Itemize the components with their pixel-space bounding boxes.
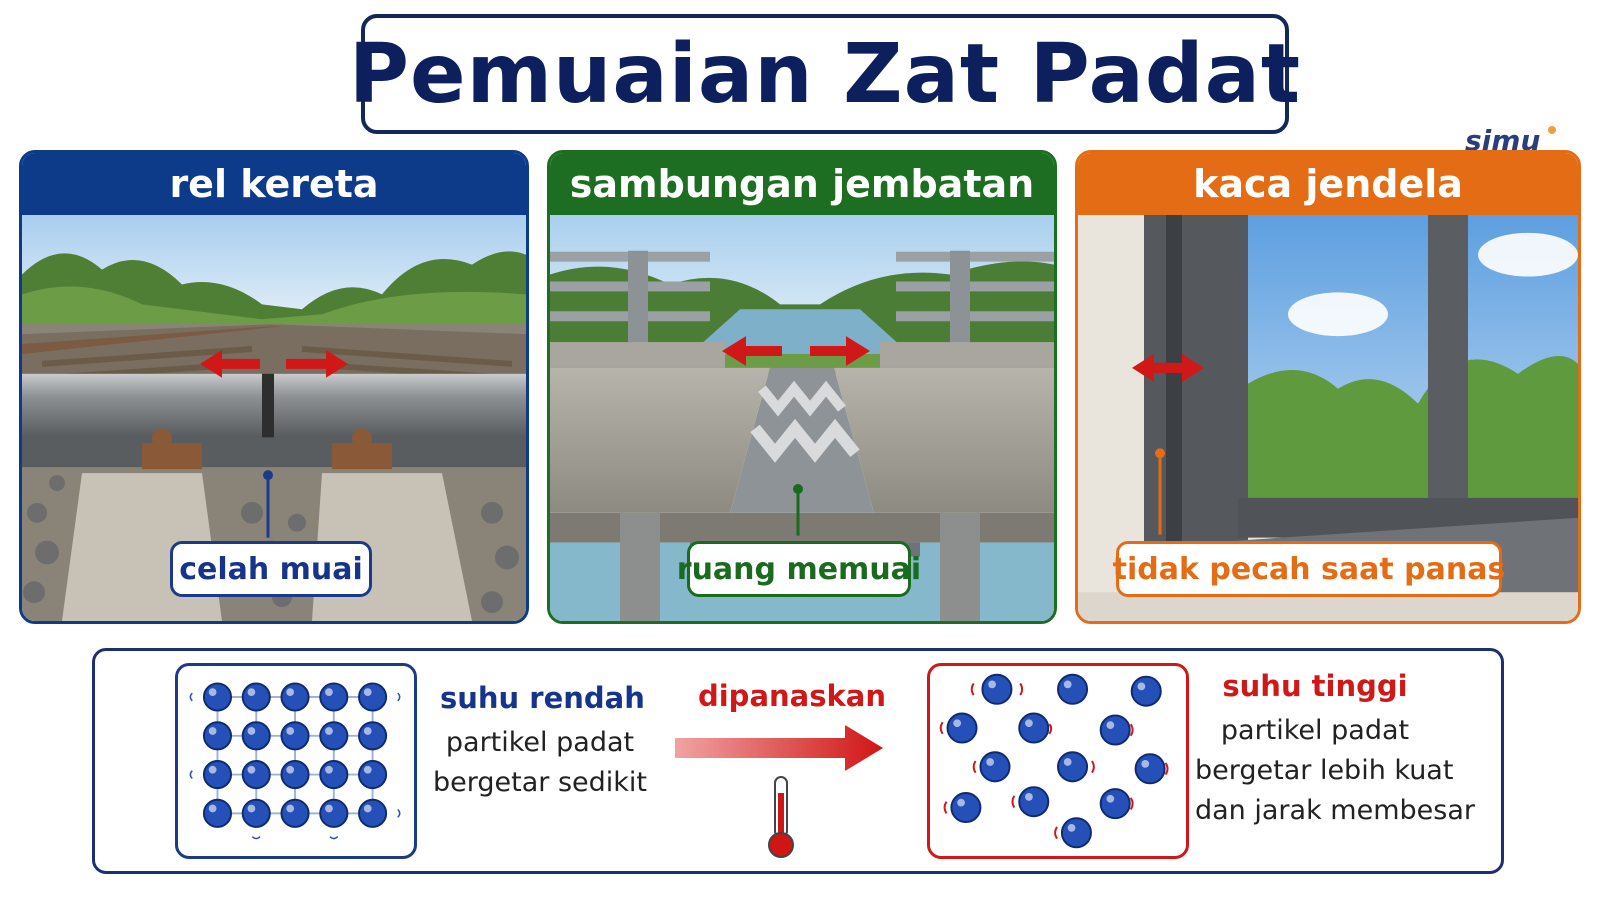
- title-box: Pemuaian Zat Padat: [349, 14, 1300, 134]
- double-arrow-icon: [722, 336, 782, 366]
- bridge-illustration: [550, 215, 1054, 621]
- hot-lattice: [927, 663, 1189, 859]
- hot-line2: bergetar lebih kuat: [1195, 755, 1454, 786]
- hot-line3: dan jarak membesar: [1195, 795, 1475, 826]
- window-illustration: [1078, 215, 1578, 621]
- panel-rail: rel kereta: [19, 150, 529, 624]
- cold-line2: bergetar sedikit: [433, 767, 647, 798]
- heat-arrow-icon: [675, 725, 883, 771]
- hot-lattice-svg: [939, 673, 1169, 849]
- cold-line1: partikel padat: [445, 727, 635, 758]
- panel-bridge-heading: sambungan jembatan: [550, 153, 1054, 215]
- hot-particles: [946, 673, 1166, 849]
- particle-explanation: suhu rendah partikel padat bergetar sedi…: [92, 648, 1504, 874]
- rail-gap-tag: celah muai: [170, 541, 372, 597]
- double-arrow-icon: [1132, 353, 1178, 382]
- window-tag: tidak pecah saat panas: [1113, 541, 1505, 597]
- cold-heading: suhu rendah: [440, 681, 645, 715]
- panel-bridge: sambungan jembatan: [547, 150, 1057, 624]
- window-scene: [1078, 215, 1578, 621]
- thermometer-icon: [768, 776, 794, 858]
- bridge-expansion-tag: ruang memuai: [677, 541, 921, 597]
- page-title: Pemuaian Zat Padat: [348, 26, 1302, 122]
- hot-heading: suhu tinggi: [1222, 669, 1408, 703]
- panel-window-heading: kaca jendela: [1078, 153, 1578, 215]
- hot-line1: partikel padat: [1220, 715, 1410, 746]
- panel-rail-heading: rel kereta: [22, 153, 526, 215]
- panel-window: kaca jendela tid: [1075, 150, 1581, 624]
- process-label: dipanaskan: [697, 679, 886, 713]
- logo-dot-icon: [1548, 126, 1556, 134]
- cold-lattice-svg: [189, 682, 401, 840]
- double-arrow-icon: [200, 350, 260, 378]
- bridge-scene: [550, 215, 1054, 621]
- cold-lattice: [175, 663, 417, 859]
